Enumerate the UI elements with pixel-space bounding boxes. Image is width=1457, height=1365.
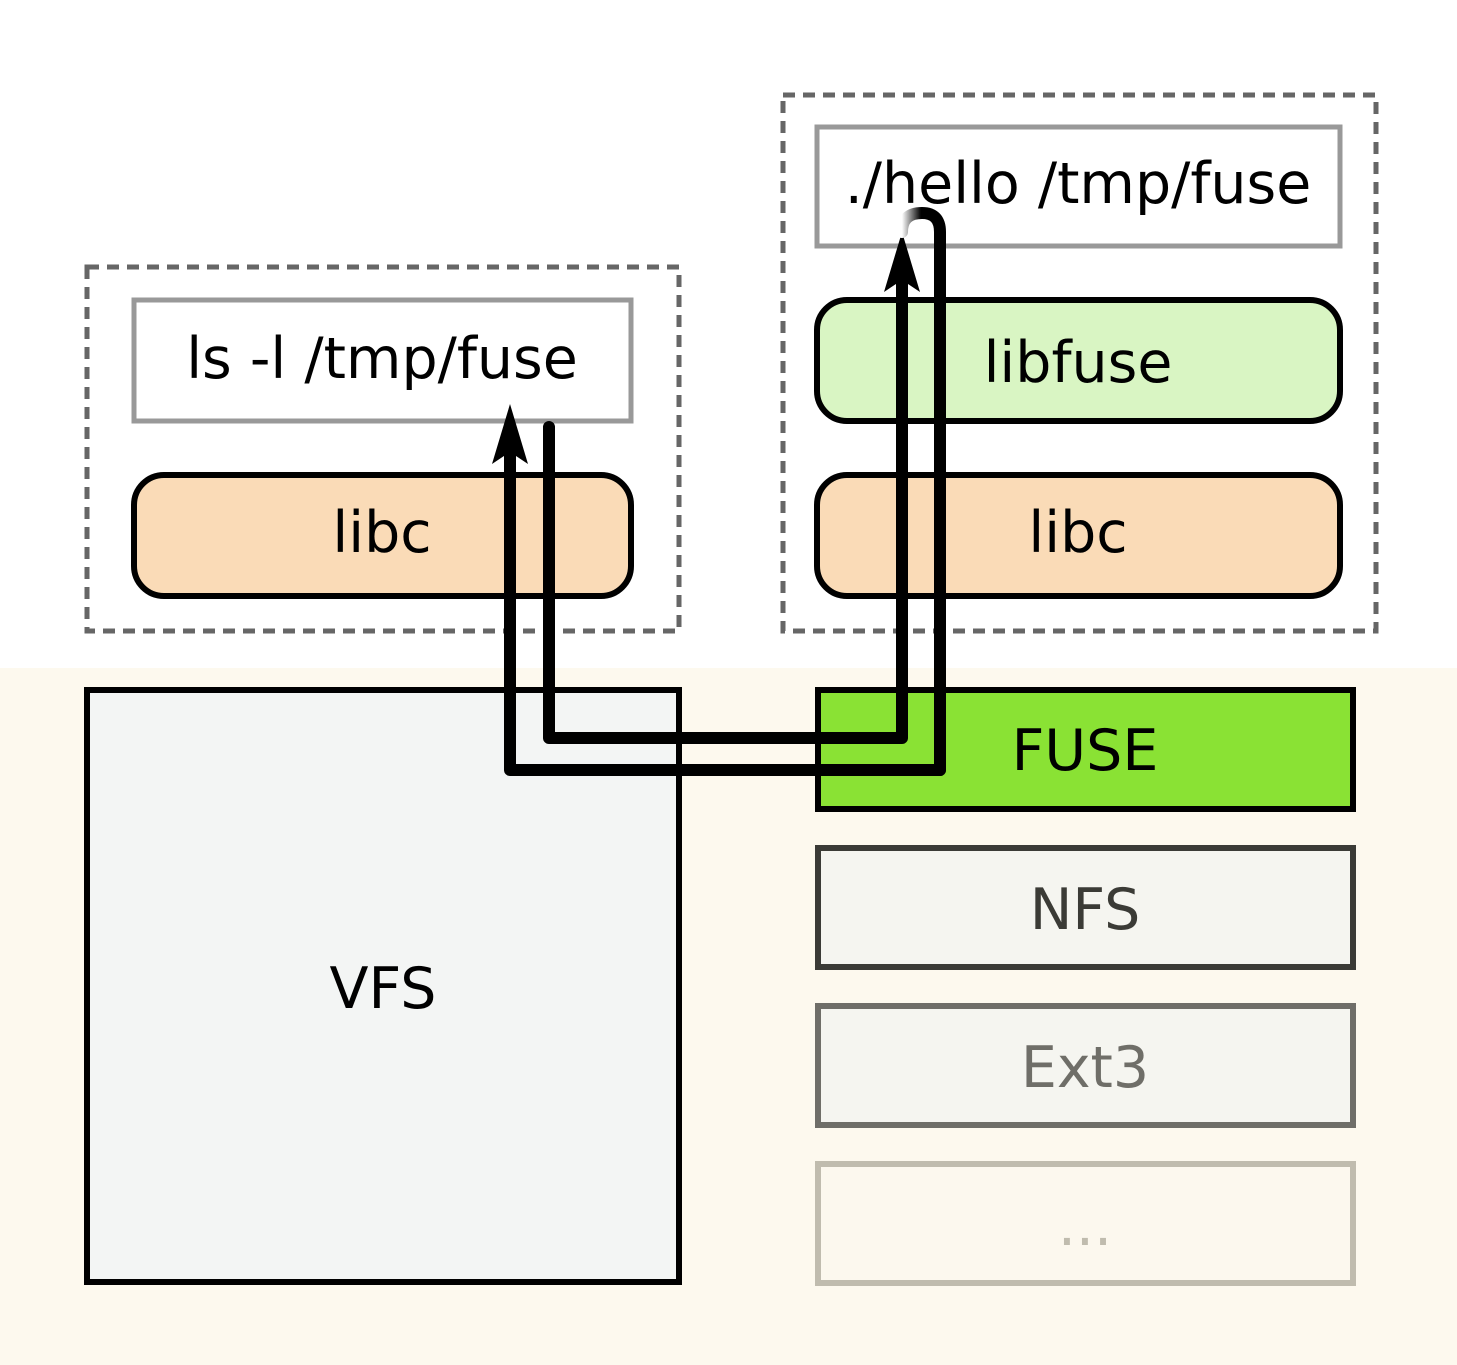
other-fs-box: ... bbox=[815, 1161, 1356, 1286]
left-command-box: ls -l /tmp/fuse bbox=[131, 297, 634, 424]
reply-path-line bbox=[504, 444, 946, 776]
libfuse-box: libfuse bbox=[814, 297, 1343, 424]
request-path-line bbox=[543, 264, 908, 744]
right-libc-box: libc bbox=[814, 472, 1343, 599]
right-command-label: ./hello /tmp/fuse bbox=[845, 151, 1312, 217]
libfuse-label: libfuse bbox=[984, 330, 1173, 396]
fuse-label: FUSE bbox=[1012, 718, 1159, 784]
vfs-label: VFS bbox=[330, 956, 437, 1022]
nfs-box: NFS bbox=[815, 845, 1356, 970]
ext3-box: Ext3 bbox=[815, 1003, 1356, 1128]
right-libc-label: libc bbox=[1028, 500, 1127, 566]
nfs-label: NFS bbox=[1030, 877, 1141, 943]
right-command-box: ./hello /tmp/fuse bbox=[814, 124, 1343, 249]
reply-arrowhead-icon bbox=[492, 404, 528, 464]
vfs-box: VFS bbox=[84, 687, 682, 1285]
reply-path-top-curve bbox=[896, 206, 946, 776]
request-arrowhead-icon bbox=[884, 232, 920, 292]
right-process-container bbox=[780, 92, 1379, 634]
left-libc-label: libc bbox=[332, 500, 431, 566]
ext3-label: Ext3 bbox=[1021, 1035, 1149, 1101]
other-fs-label: ... bbox=[1058, 1193, 1112, 1259]
left-libc-box: libc bbox=[131, 472, 634, 599]
left-process-container bbox=[84, 264, 682, 634]
left-command-label: ls -l /tmp/fuse bbox=[186, 326, 578, 392]
